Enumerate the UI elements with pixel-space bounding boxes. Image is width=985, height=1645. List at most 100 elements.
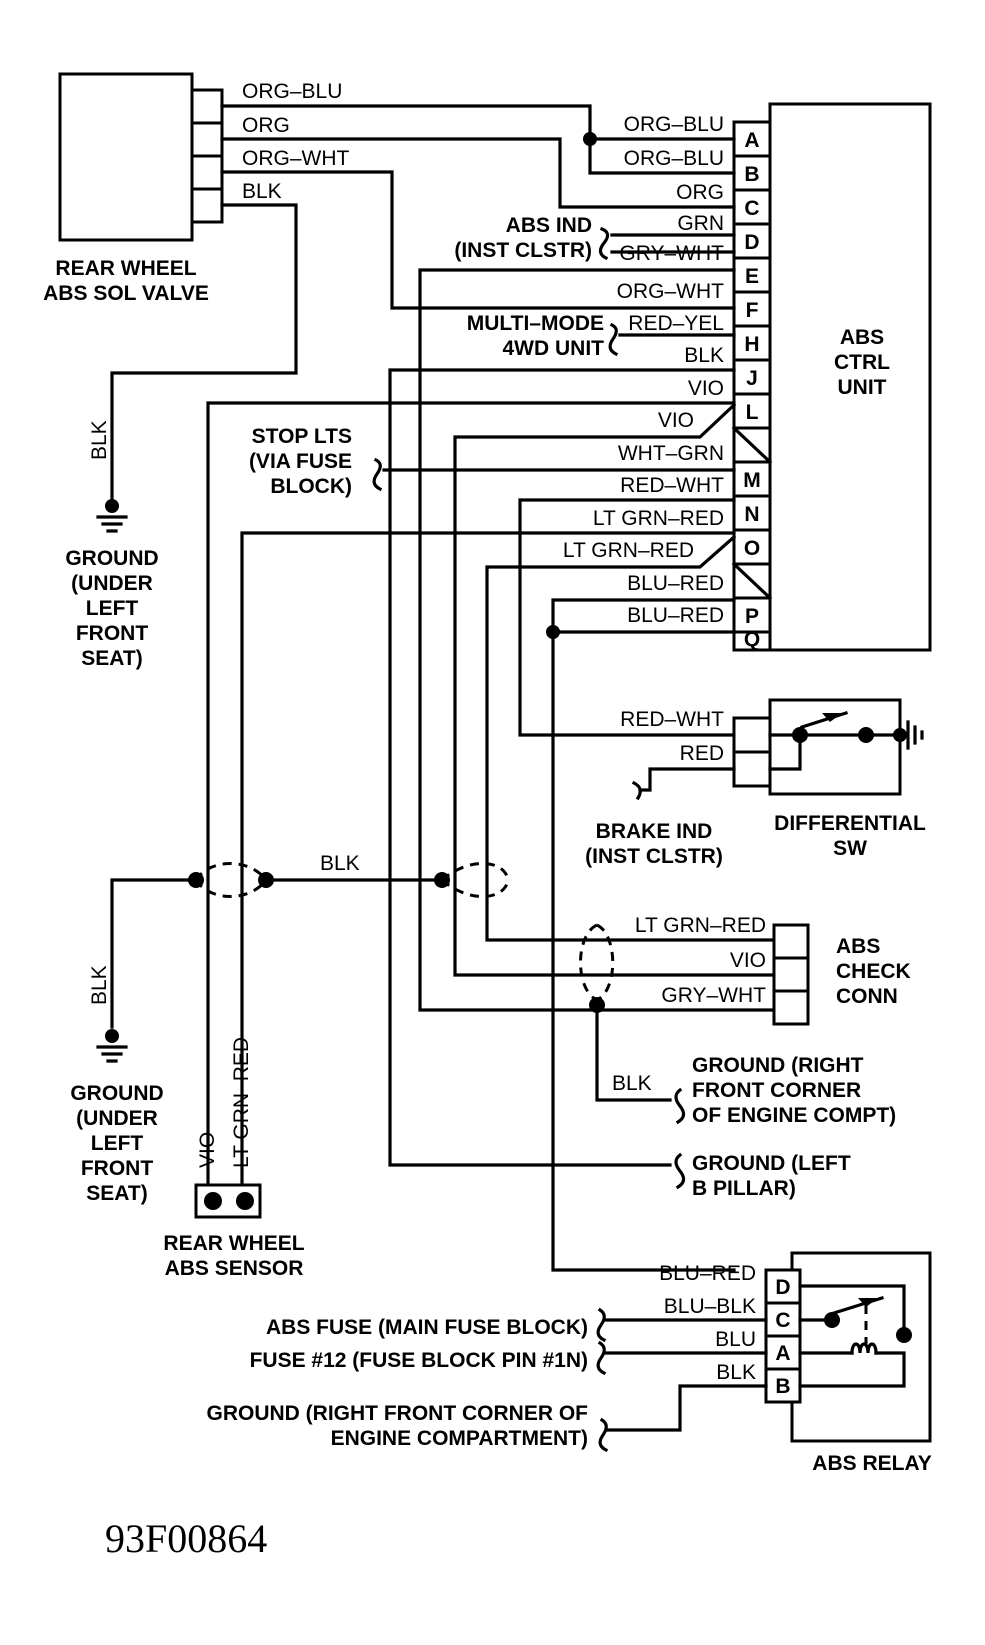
stop-lts-label-3: BLOCK)	[270, 475, 352, 498]
wire-label-pin-M: RED–WHT	[620, 474, 724, 497]
svg-text:SEAT): SEAT)	[86, 1182, 147, 1205]
wire-label-ground-1: BLK	[88, 420, 111, 460]
wire-label-relay-4: BLK	[716, 1361, 756, 1384]
valve-wires: ORG–BLU ORG ORG–WHT BLK ORG–BLU ORG–BLU …	[110, 80, 736, 502]
abs-ctrl-unit: A B C D E F H J L M N O P Q ABS CTRL UNI…	[731, 102, 932, 652]
multi-mode-label-2: 4WD UNIT	[503, 337, 605, 360]
ctrl-unit-label-2: CTRL	[834, 351, 890, 374]
ctrl-pin-O: O	[744, 537, 760, 560]
ctrl-pin-Q: Q	[744, 628, 760, 651]
check-conn-label-2: CHECK	[836, 960, 911, 983]
ground-relay-label-2: ENGINE COMPARTMENT)	[331, 1427, 588, 1450]
abs-ind-label-2: (INST CLSTR)	[454, 239, 592, 262]
sensor-shield: BLK BLK	[88, 852, 510, 1063]
svg-text:GROUND: GROUND	[70, 1082, 163, 1105]
wire-label-pin-L2: WHT–GRN	[618, 442, 724, 465]
wire-label-valve-4: BLK	[242, 180, 282, 203]
wire-label-pin-A: ORG–BLU	[624, 113, 724, 136]
ctrl-pin-B: B	[744, 163, 759, 186]
svg-text:FRONT: FRONT	[81, 1157, 153, 1180]
ground-left-label-2: B PILLAR)	[692, 1177, 796, 1200]
sensor-label-1: REAR WHEEL	[163, 1232, 304, 1255]
wire-label-check-3: GRY–WHT	[661, 984, 766, 1007]
ground-symbol-1: BLK	[88, 420, 128, 533]
wire-label-pin-B: ORG–BLU	[624, 147, 724, 170]
ctrl-pin-C: C	[744, 197, 759, 220]
wire-label-valve-1: ORG–BLU	[242, 80, 342, 103]
rear-sol-valve: REAR WHEEL ABS SOL VALVE	[43, 72, 224, 305]
ctrl-pin-A: A	[744, 129, 759, 152]
wire-label-relay-2: BLU–BLK	[664, 1295, 756, 1318]
svg-text:SEAT): SEAT)	[81, 647, 142, 670]
abs-fuse-label: ABS FUSE (MAIN FUSE BLOCK)	[266, 1316, 588, 1339]
relay-pin-A: A	[775, 1342, 790, 1365]
relay-pin-B: B	[775, 1375, 790, 1398]
wire-label-pin-E: ORG–WHT	[617, 280, 725, 303]
ctrl-pin-F: F	[746, 299, 759, 322]
wire-label-sensor-vio: VIO	[196, 1132, 219, 1168]
svg-text:(UNDER: (UNDER	[76, 1107, 158, 1130]
relay-pin-D: D	[775, 1276, 790, 1299]
wire-label-pin-D-top: GRN	[677, 212, 724, 235]
wire-label-pin-N: LT GRN–RED	[593, 507, 724, 530]
stop-lts-label-1: STOP LTS	[252, 425, 352, 448]
sol-valve-label-2: ABS SOL VALVE	[43, 282, 209, 305]
abs-relay-label: ABS RELAY	[812, 1452, 931, 1475]
svg-text:LEFT: LEFT	[91, 1132, 144, 1155]
relay-pin-C: C	[775, 1309, 790, 1332]
wire-label-pin-J: VIO	[688, 377, 724, 400]
ground-2-label: GROUND (UNDER LEFT FRONT SEAT)	[70, 1082, 163, 1205]
rear-abs-sensor: VIO LT GRN–RED REAR WHEEL ABS SENSOR	[163, 1037, 304, 1280]
wire-label-pin-H: BLK	[684, 344, 724, 367]
brake-ind-label-1: BRAKE IND	[596, 820, 713, 843]
ctrl-pin-N: N	[744, 503, 759, 526]
ground-left-label-1: GROUND (LEFT	[692, 1152, 851, 1175]
ground-1-label: GROUND (UNDER LEFT FRONT SEAT)	[65, 547, 158, 670]
wire-label-check-2: VIO	[730, 949, 766, 972]
wire-label-pin-O2: BLU–RED	[627, 572, 724, 595]
abs-relay: D C A B BLU–RED BLU–BLK BLU BLK ABS FUSE…	[207, 1251, 932, 1475]
wire-label-ground-2: BLK	[88, 965, 111, 1005]
ground-right-label-1: GROUND (RIGHT	[692, 1054, 864, 1077]
fuse-12-label: FUSE #12 (FUSE BLOCK PIN #1N)	[250, 1349, 588, 1372]
ctrl-unit-label-1: ABS	[840, 326, 884, 349]
wire-label-check-gnd: BLK	[612, 1072, 652, 1095]
abs-ind-connection: ABS IND (INST CLSTR) GRN GRY–WHT	[454, 212, 736, 265]
abs-check-conn: LT GRN–RED VIO GRY–WHT BLK ABS CHECK CON…	[579, 914, 911, 1127]
ctrl-pin-E: E	[745, 265, 759, 288]
wire-label-diff-1: RED–WHT	[620, 708, 724, 731]
ground-relay-label-1: GROUND (RIGHT FRONT CORNER OF	[207, 1402, 589, 1425]
ctrl-unit-label-3: UNIT	[838, 376, 887, 399]
sol-valve-label-1: REAR WHEEL	[55, 257, 196, 280]
diff-sw-label-2: SW	[833, 837, 867, 860]
wire-label-sensor-ltgrn: LT GRN–RED	[230, 1037, 253, 1168]
multi-mode-label-1: MULTI–MODE	[467, 312, 604, 335]
diff-sw-label-1: DIFFERENTIAL	[774, 812, 926, 835]
wire-label-valve-3: ORG–WHT	[242, 147, 350, 170]
check-conn-label-1: ABS	[836, 935, 880, 958]
wire-label-pin-P: BLU–RED	[627, 604, 724, 627]
ctrl-pin-H: H	[744, 333, 759, 356]
svg-text:GROUND: GROUND	[65, 547, 158, 570]
ground-right-label-3: OF ENGINE COMPT)	[692, 1104, 896, 1127]
stop-lts-label-2: (VIA FUSE	[249, 450, 352, 473]
ground-left-b-pillar: GROUND (LEFT B PILLAR)	[674, 1152, 851, 1200]
figure-code: 93F00864	[105, 1516, 267, 1561]
ctrl-pin-J: J	[746, 367, 758, 390]
ctrl-wires-middle: ORG–WHT MULTI–MODE 4WD UNIT RED–YEL BLK …	[206, 268, 776, 1272]
svg-text:FRONT: FRONT	[76, 622, 148, 645]
check-conn-label-3: CONN	[836, 985, 898, 1008]
ctrl-pin-P: P	[745, 605, 759, 628]
ctrl-pin-M: M	[743, 469, 761, 492]
svg-text:(UNDER: (UNDER	[71, 572, 153, 595]
wire-label-pin-O: LT GRN–RED	[563, 539, 694, 562]
ctrl-pin-L: L	[746, 401, 759, 424]
differential-switch: RED–WHT RED BRAKE IND (INST CLSTR) DIFFE…	[585, 698, 926, 868]
abs-ind-label-1: ABS IND	[506, 214, 592, 237]
wire-label-pin-C: ORG	[676, 181, 724, 204]
ctrl-pin-D: D	[744, 231, 759, 254]
wire-label-diff-2: RED	[680, 742, 724, 765]
wire-label-shield-blk: BLK	[320, 852, 360, 875]
wire-label-pin-D: GRY–WHT	[619, 242, 724, 265]
